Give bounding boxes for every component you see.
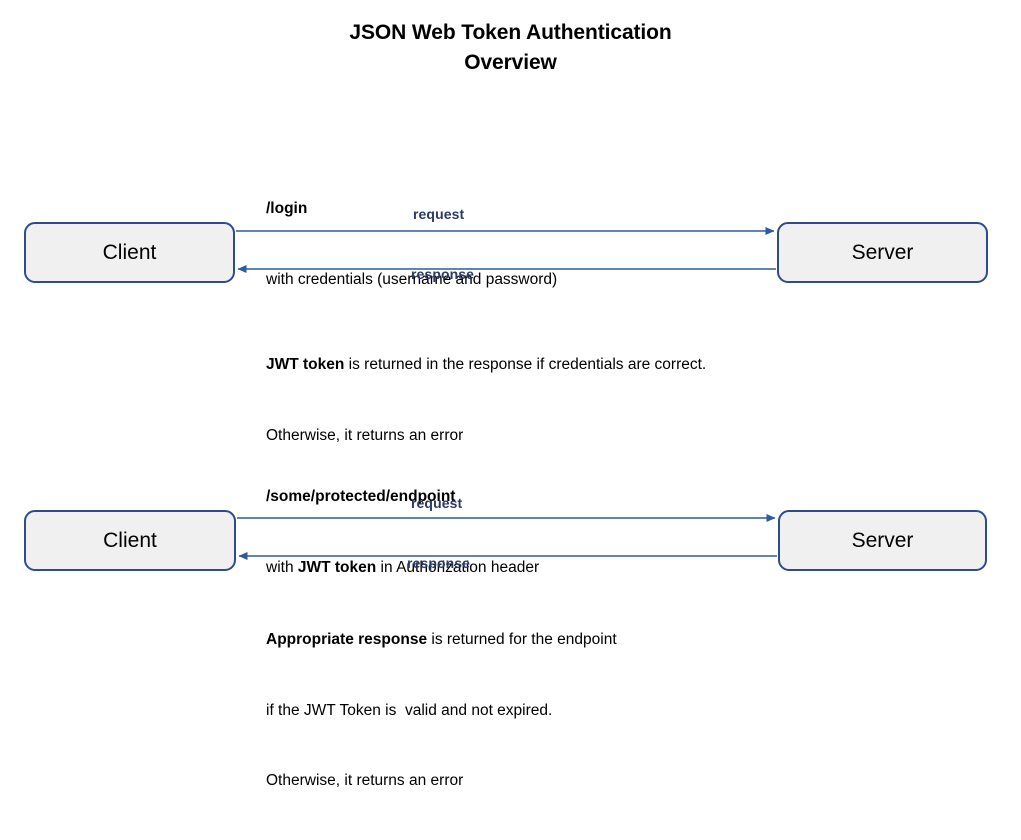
page-title-line-2: Overview	[464, 51, 557, 74]
login-request-label: request	[413, 206, 465, 222]
protected-auth-header-text: with JWT token in Authorization header	[266, 558, 540, 576]
protected-response-note: Appropriate response is returned for the…	[266, 581, 617, 840]
protected-request-note: /some/protected/endpoint with JWT token …	[266, 438, 539, 626]
login-response-label: response	[411, 266, 475, 282]
protected-client-label: Client	[103, 528, 157, 552]
protected-error-text: Otherwise, it returns an error	[266, 772, 464, 789]
protected-server-node[interactable]: Server	[778, 510, 987, 571]
login-endpoint-path: /login	[266, 200, 308, 217]
protected-appropriate-response-text: Appropriate response is returned for the…	[266, 631, 617, 648]
login-credentials-text: with credentials (username and password)	[266, 270, 558, 288]
login-client-node[interactable]: Client	[24, 222, 235, 283]
protected-validity-text: if the JWT Token is valid and not expire…	[266, 701, 553, 719]
login-response-note: JWT token is returned in the response if…	[266, 306, 706, 494]
protected-response-label: response	[407, 555, 471, 571]
login-client-label: Client	[102, 240, 157, 264]
protected-client-node[interactable]: Client	[24, 510, 236, 571]
login-server-node[interactable]: Server	[777, 222, 988, 283]
protected-server-label: Server	[851, 528, 914, 552]
login-error-text: Otherwise, it returns an error	[266, 426, 464, 444]
login-request-note: /login with credentials (username and pa…	[266, 150, 557, 338]
page-title: JSON Web Token Authentication Overview	[0, 18, 1021, 78]
page-title-line-1: JSON Web Token Authentication	[349, 21, 672, 44]
protected-endpoint-path: /some/protected/endpoint	[266, 488, 456, 505]
protected-request-label: request	[411, 495, 463, 511]
login-jwt-returned-text: JWT token is returned in the response if…	[266, 356, 707, 373]
login-server-label: Server	[851, 240, 914, 264]
